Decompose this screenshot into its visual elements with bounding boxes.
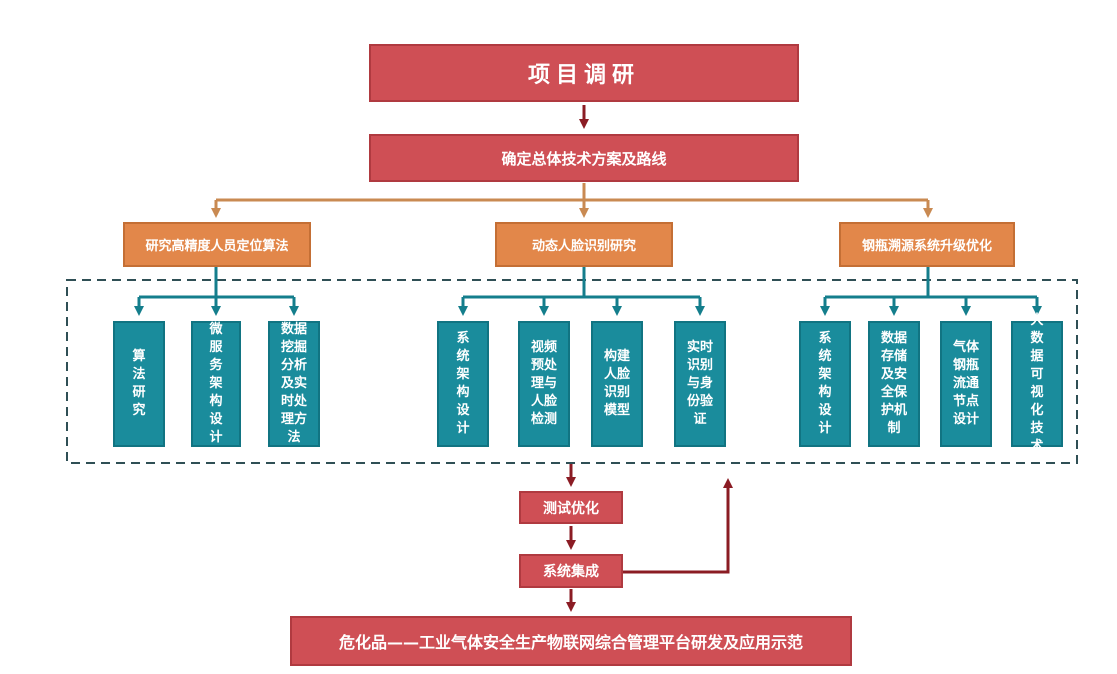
- final-outcome-box: 危化品——工业气体安全生产物联网综合管理平台研发及应用示范: [290, 616, 852, 666]
- branch-header-positioning: 研究高精度人员定位算法: [123, 222, 311, 267]
- task-data-storage-security: 数据 存储 及安 全保 护机 制: [868, 321, 920, 447]
- survey-box: 项目调研: [369, 44, 799, 102]
- feedback-loop-arrow: [623, 478, 733, 574]
- task-data-mining-realtime: 数据 挖掘 分析 及实 时处 理方 法: [268, 321, 320, 447]
- task-cylinder-system-architecture: 系 统 架 构 设 计: [799, 321, 851, 447]
- system-integration-box: 系统集成: [519, 554, 623, 588]
- task-video-preprocessing: 视频 预处 理与 人脸 检测: [518, 321, 570, 447]
- research-group-border: [66, 279, 1078, 464]
- test-optimize-box: 测试优化: [519, 491, 623, 524]
- branch-header-face-recognition: 动态人脸识别研究: [495, 222, 673, 267]
- task-big-data-visualization: 大 数 据 可 视 化 技 术: [1011, 313, 1063, 454]
- plan-box: 确定总体技术方案及路线: [369, 134, 799, 182]
- task-realtime-verification: 实时 识别 与身 份验 证: [674, 321, 726, 447]
- task-face-model: 构建 人脸 识别 模型: [591, 321, 643, 447]
- task-cylinder-node-design: 气体 钢瓶 流通 节点 设计: [940, 321, 992, 447]
- task-algorithm-research: 算 法 研 究: [113, 321, 165, 447]
- task-microservice-architecture: 微 服 务 架 构 设 计: [191, 321, 241, 447]
- task-face-system-architecture: 系 统 架 构 设 计: [437, 321, 489, 447]
- branch-header-cylinder-tracing: 钢瓶溯源系统升级优化: [839, 222, 1015, 267]
